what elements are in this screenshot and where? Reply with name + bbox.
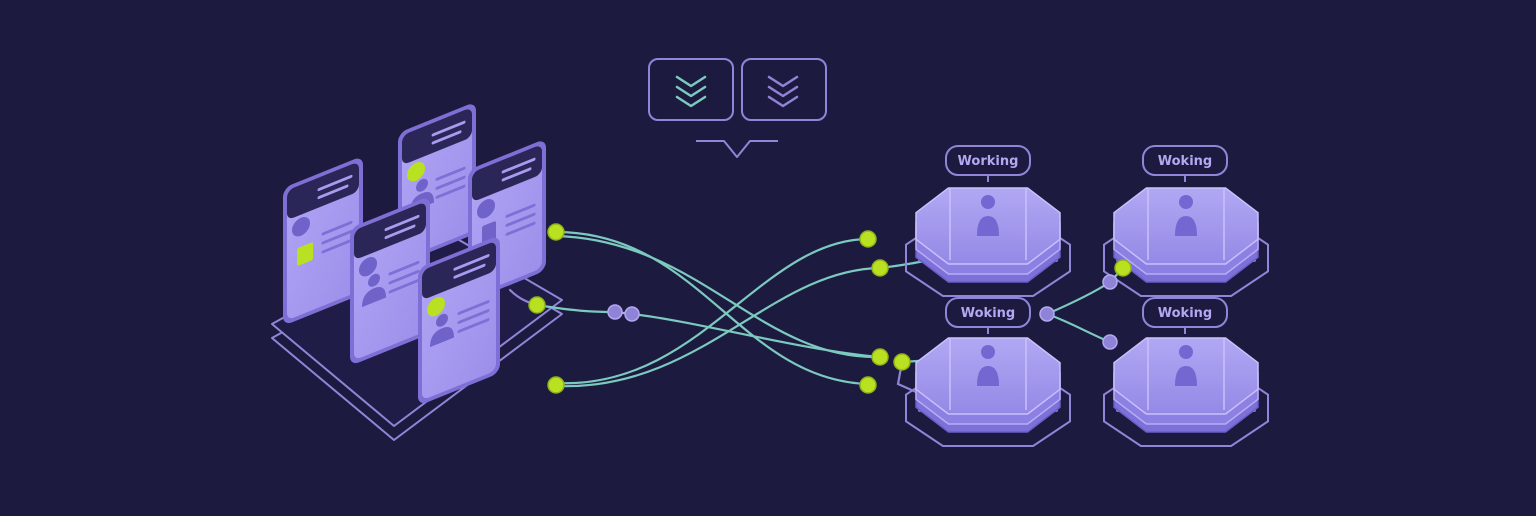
avatar: [407, 162, 425, 182]
connection-dot[interactable]: [1102, 334, 1118, 350]
document-card: [350, 198, 430, 364]
connection-dot[interactable]: [607, 304, 623, 320]
collapse-button-purple[interactable]: [741, 58, 827, 121]
status-label: Working: [958, 154, 1019, 169]
connection-dot[interactable]: [859, 376, 877, 394]
callout-pointer: [696, 140, 778, 158]
image-icon: [297, 242, 313, 266]
avatar: [477, 199, 495, 219]
connector-line: [554, 237, 870, 385]
worker-node[interactable]: Woking: [1103, 145, 1269, 297]
top-controls: [648, 58, 827, 158]
connectors: [508, 230, 1125, 394]
connection-dot[interactable]: [528, 296, 546, 314]
collapse-button-teal[interactable]: [648, 58, 734, 121]
status-badge: Woking: [1142, 297, 1228, 334]
connector-line: [1045, 312, 1112, 344]
connection-dot[interactable]: [547, 376, 565, 394]
status-label: Woking: [1158, 306, 1212, 321]
connection-dot[interactable]: [1114, 259, 1132, 277]
connection-dot[interactable]: [893, 353, 911, 371]
connection-dot[interactable]: [859, 230, 877, 248]
person-icon: [362, 273, 386, 308]
connection-dot[interactable]: [871, 259, 889, 277]
chevron-double-down-icon: [675, 75, 707, 108]
connector-line: [554, 230, 870, 386]
person-icon: [430, 313, 454, 348]
avatar: [427, 297, 445, 317]
worker-node[interactable]: Working: [905, 145, 1071, 297]
connection-dot[interactable]: [1039, 306, 1055, 322]
connector-line: [554, 266, 882, 388]
connection-dots: [528, 223, 1132, 394]
status-badge: Woking: [1142, 145, 1228, 182]
avatar: [292, 217, 310, 237]
connection-dot[interactable]: [547, 223, 565, 241]
person-icon: [1175, 195, 1197, 236]
avatar: [359, 257, 377, 277]
connection-dot[interactable]: [1102, 274, 1118, 290]
person-icon: [1175, 345, 1197, 386]
chevron-double-down-icon: [767, 75, 799, 108]
connection-dot[interactable]: [624, 306, 640, 322]
status-label: Woking: [1158, 154, 1212, 169]
document-card: [283, 158, 363, 324]
document-card: [418, 237, 500, 404]
worker-node[interactable]: Woking: [1103, 297, 1269, 447]
status-badge: Working: [945, 145, 1031, 182]
connection-dot[interactable]: [871, 348, 889, 366]
status-badge: Woking: [945, 297, 1031, 334]
person-icon: [977, 345, 999, 386]
document-cards: [283, 104, 546, 404]
worker-node[interactable]: Woking: [905, 297, 1071, 447]
person-icon: [977, 195, 999, 236]
status-label: Woking: [961, 306, 1015, 321]
connector-line: [535, 303, 882, 359]
